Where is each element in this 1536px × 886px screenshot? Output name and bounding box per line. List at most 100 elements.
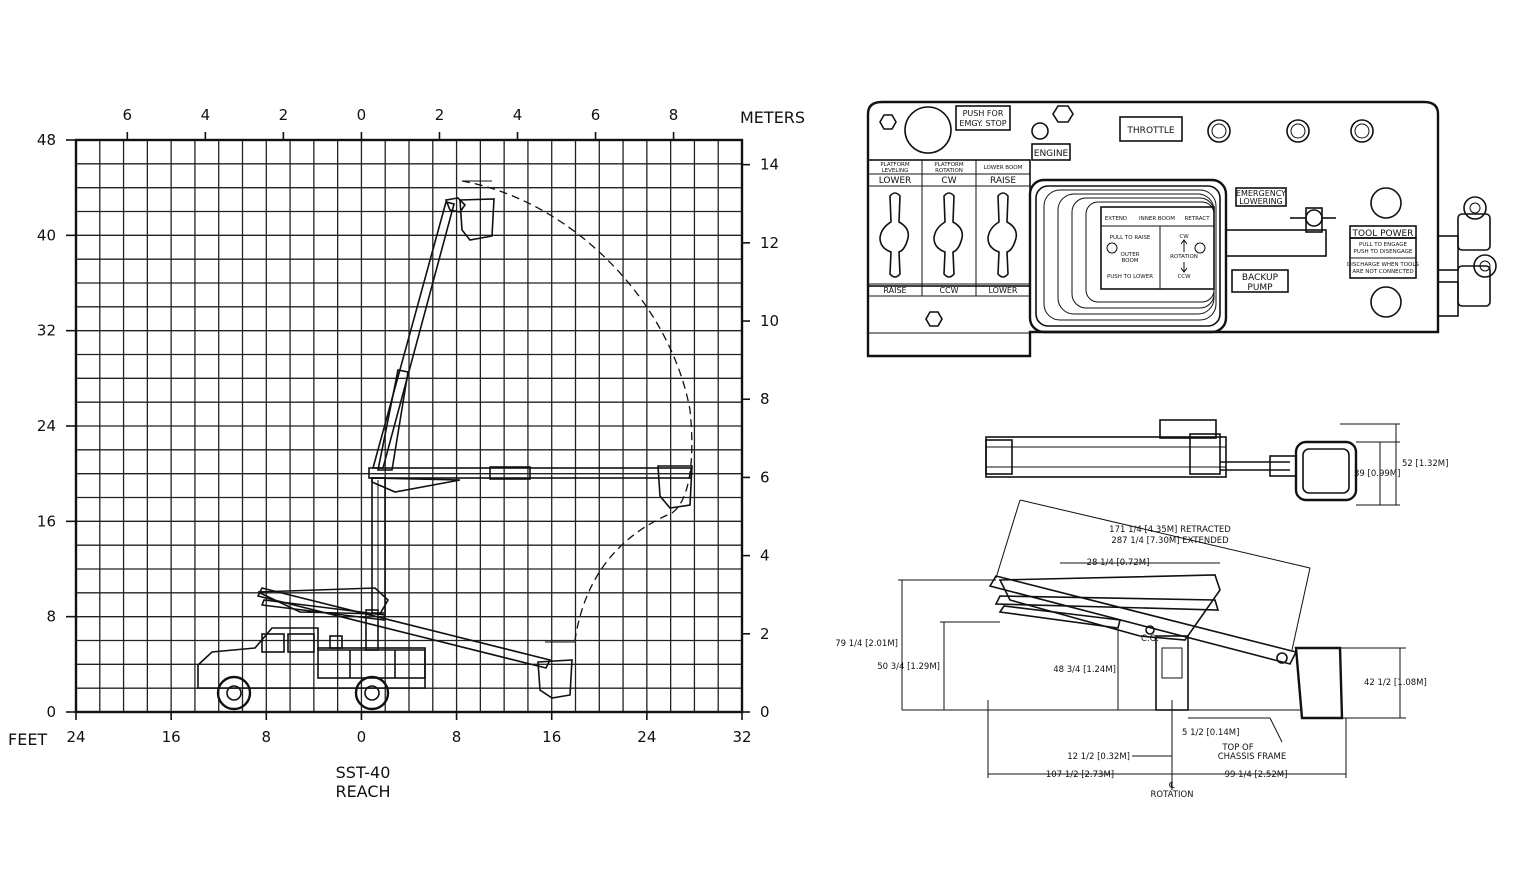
dimension-lines: 52 [1.32M] 39 [0.99M] 171 1/4 [4.35M] RE… xyxy=(835,423,1448,800)
meters-unit-label: METERS xyxy=(740,108,805,127)
grid-lines xyxy=(75,139,743,713)
tool-note-4: ARE NOT CONNECTED xyxy=(1352,269,1413,275)
lever-2-header-2: ROTATION xyxy=(935,168,963,174)
lever-3-bottom-label: LOWER xyxy=(989,286,1018,295)
dim-5: 5 1/2 [0.14M] xyxy=(1182,728,1239,738)
inner-boom-label: INNER BOOM xyxy=(1139,216,1175,222)
dim-42: 42 1/2 [1.08M] xyxy=(1364,678,1427,688)
joystick-housing: EXTEND INNER BOOM RETRACT PULL TO RAISE … xyxy=(1028,178,1228,334)
emergency-lowering-label-2: LOWERING xyxy=(1239,197,1283,206)
lever-2-slot[interactable] xyxy=(933,192,964,278)
right-tick-label: 4 xyxy=(760,547,770,565)
hex-bolt-icon xyxy=(925,311,943,327)
lever-1-header-1: PLATFORM xyxy=(880,162,910,168)
chart-title: SST-40 xyxy=(336,763,391,782)
lever-1-top-label: LOWER xyxy=(879,176,912,186)
lever-3-top-label: RAISE xyxy=(990,176,1016,186)
lever-2-top-label: CW xyxy=(941,176,956,186)
chassis-label-2: CHASSIS FRAME xyxy=(1218,752,1287,762)
tick-marks xyxy=(66,132,750,720)
hex-bolt-icon xyxy=(879,114,897,130)
right-tick-label: 10 xyxy=(760,312,779,330)
tool-note-2: PUSH TO DISENGAGE xyxy=(1354,249,1413,255)
boom-top-view xyxy=(985,419,1358,502)
emergency-lowering-valve[interactable] xyxy=(1225,207,1336,257)
engine-label: ENGINE xyxy=(1034,149,1069,159)
x-tick-label: 32 xyxy=(732,728,751,746)
y-tick-label: 32 xyxy=(37,322,56,340)
x-tick-label: 24 xyxy=(637,728,656,746)
lever-1-slot[interactable] xyxy=(879,192,910,278)
outer-boom-label-2: BOOM xyxy=(1121,258,1138,264)
retract-label: RETRACT xyxy=(1184,216,1210,222)
throttle-button[interactable] xyxy=(1350,119,1374,143)
right-tick-label: 14 xyxy=(760,156,779,174)
x-tick-label: 16 xyxy=(542,728,561,746)
top-tick-label: 6 xyxy=(123,106,133,124)
lever-2-header-1: PLATFORM xyxy=(934,162,964,168)
emergency-stop-button[interactable] xyxy=(904,106,952,154)
right-tick-label: 6 xyxy=(760,468,770,486)
lever-3-slot[interactable] xyxy=(987,192,1018,278)
top-tick-label: 4 xyxy=(513,106,523,124)
cg-label: C.G. xyxy=(1141,634,1159,644)
top-tick-label: 0 xyxy=(357,106,367,124)
dim-48: 48 3/4 [1.24M] xyxy=(1053,665,1116,675)
y-tick-label: 40 xyxy=(37,226,56,244)
horizontal-boom xyxy=(368,465,693,614)
dim-171: 171 1/4 [4.35M] RETRACTED xyxy=(1109,525,1231,535)
stowed-boom xyxy=(256,587,573,699)
y-tick-label: 16 xyxy=(37,512,56,530)
dim-39: 39 [0.99M] xyxy=(1354,469,1400,479)
x-tick-label: 8 xyxy=(262,728,272,746)
ccw-label: CCW xyxy=(1177,274,1191,280)
cw-label: CW xyxy=(1179,234,1189,240)
hex-bolt-icon xyxy=(1052,105,1074,123)
extend-label: EXTEND xyxy=(1105,216,1127,222)
chassis-label-1: TOP OF xyxy=(1221,743,1253,753)
dim-107: 107 1/2 [2.73M] xyxy=(1046,770,1114,780)
backup-pump-label-1: BACKUP xyxy=(1242,273,1279,283)
throttle-button[interactable] xyxy=(1207,119,1231,143)
y-tick-label: 24 xyxy=(37,417,56,435)
dim-52: 52 [1.32M] xyxy=(1402,459,1448,469)
emergency-stop-label-2: EMGY. STOP xyxy=(959,119,1006,128)
emergency-stop-label-1: PUSH FOR xyxy=(963,109,1004,118)
dim-99: 99 1/4 [2.52M] xyxy=(1225,770,1288,780)
reach-envelope xyxy=(461,180,693,641)
x-tick-label: 16 xyxy=(162,728,181,746)
dim-12: 12 1/2 [0.32M] xyxy=(1067,752,1130,762)
rotation-label: ROTATION xyxy=(1170,254,1198,260)
dim-28: 28 1/4 [0.72M] xyxy=(1087,558,1150,568)
boom-side-view xyxy=(988,574,1344,720)
control-panel: PUSH FOR EMGY. STOP ENGINE THROTTLE PLAT… xyxy=(866,100,1497,358)
top-tick-label: 6 xyxy=(591,106,601,124)
throttle-label: THROTTLE xyxy=(1126,126,1174,136)
right-tick-label: 8 xyxy=(760,390,770,408)
tool-power-label: TOOL POWER xyxy=(1352,229,1414,239)
pull-raise-label: PULL TO RAISE xyxy=(1110,235,1151,241)
emergency-lowering-label-1: EMERGENCY xyxy=(1236,189,1286,198)
rotation-label-dim: ROTATION xyxy=(1150,790,1193,800)
dim-287: 287 1/4 [7.30M] EXTENDED xyxy=(1111,536,1229,546)
centerline-symbol: ℄ xyxy=(1168,781,1175,791)
utility-truck xyxy=(197,627,426,711)
right-tick-label: 2 xyxy=(760,625,770,643)
top-tick-label: 2 xyxy=(279,106,289,124)
top-tick-label: 2 xyxy=(435,106,445,124)
x-tick-label: 0 xyxy=(357,728,367,746)
elevated-boom xyxy=(371,197,495,471)
lever-1-bottom-label: RAISE xyxy=(883,286,906,295)
lever-3-header: LOWER BOOM xyxy=(984,165,1023,171)
hose-fittings xyxy=(1437,196,1497,317)
right-tick-label: 12 xyxy=(760,234,779,252)
top-tick-label: 4 xyxy=(201,106,211,124)
throttle-button[interactable] xyxy=(1286,119,1310,143)
chart-subtitle: REACH xyxy=(335,782,390,801)
top-tick-label: 8 xyxy=(669,106,679,124)
tool-note-3: DISCHARGE WHEN TOOLS xyxy=(1347,262,1419,268)
backup-pump-label-2: PUMP xyxy=(1247,283,1273,293)
